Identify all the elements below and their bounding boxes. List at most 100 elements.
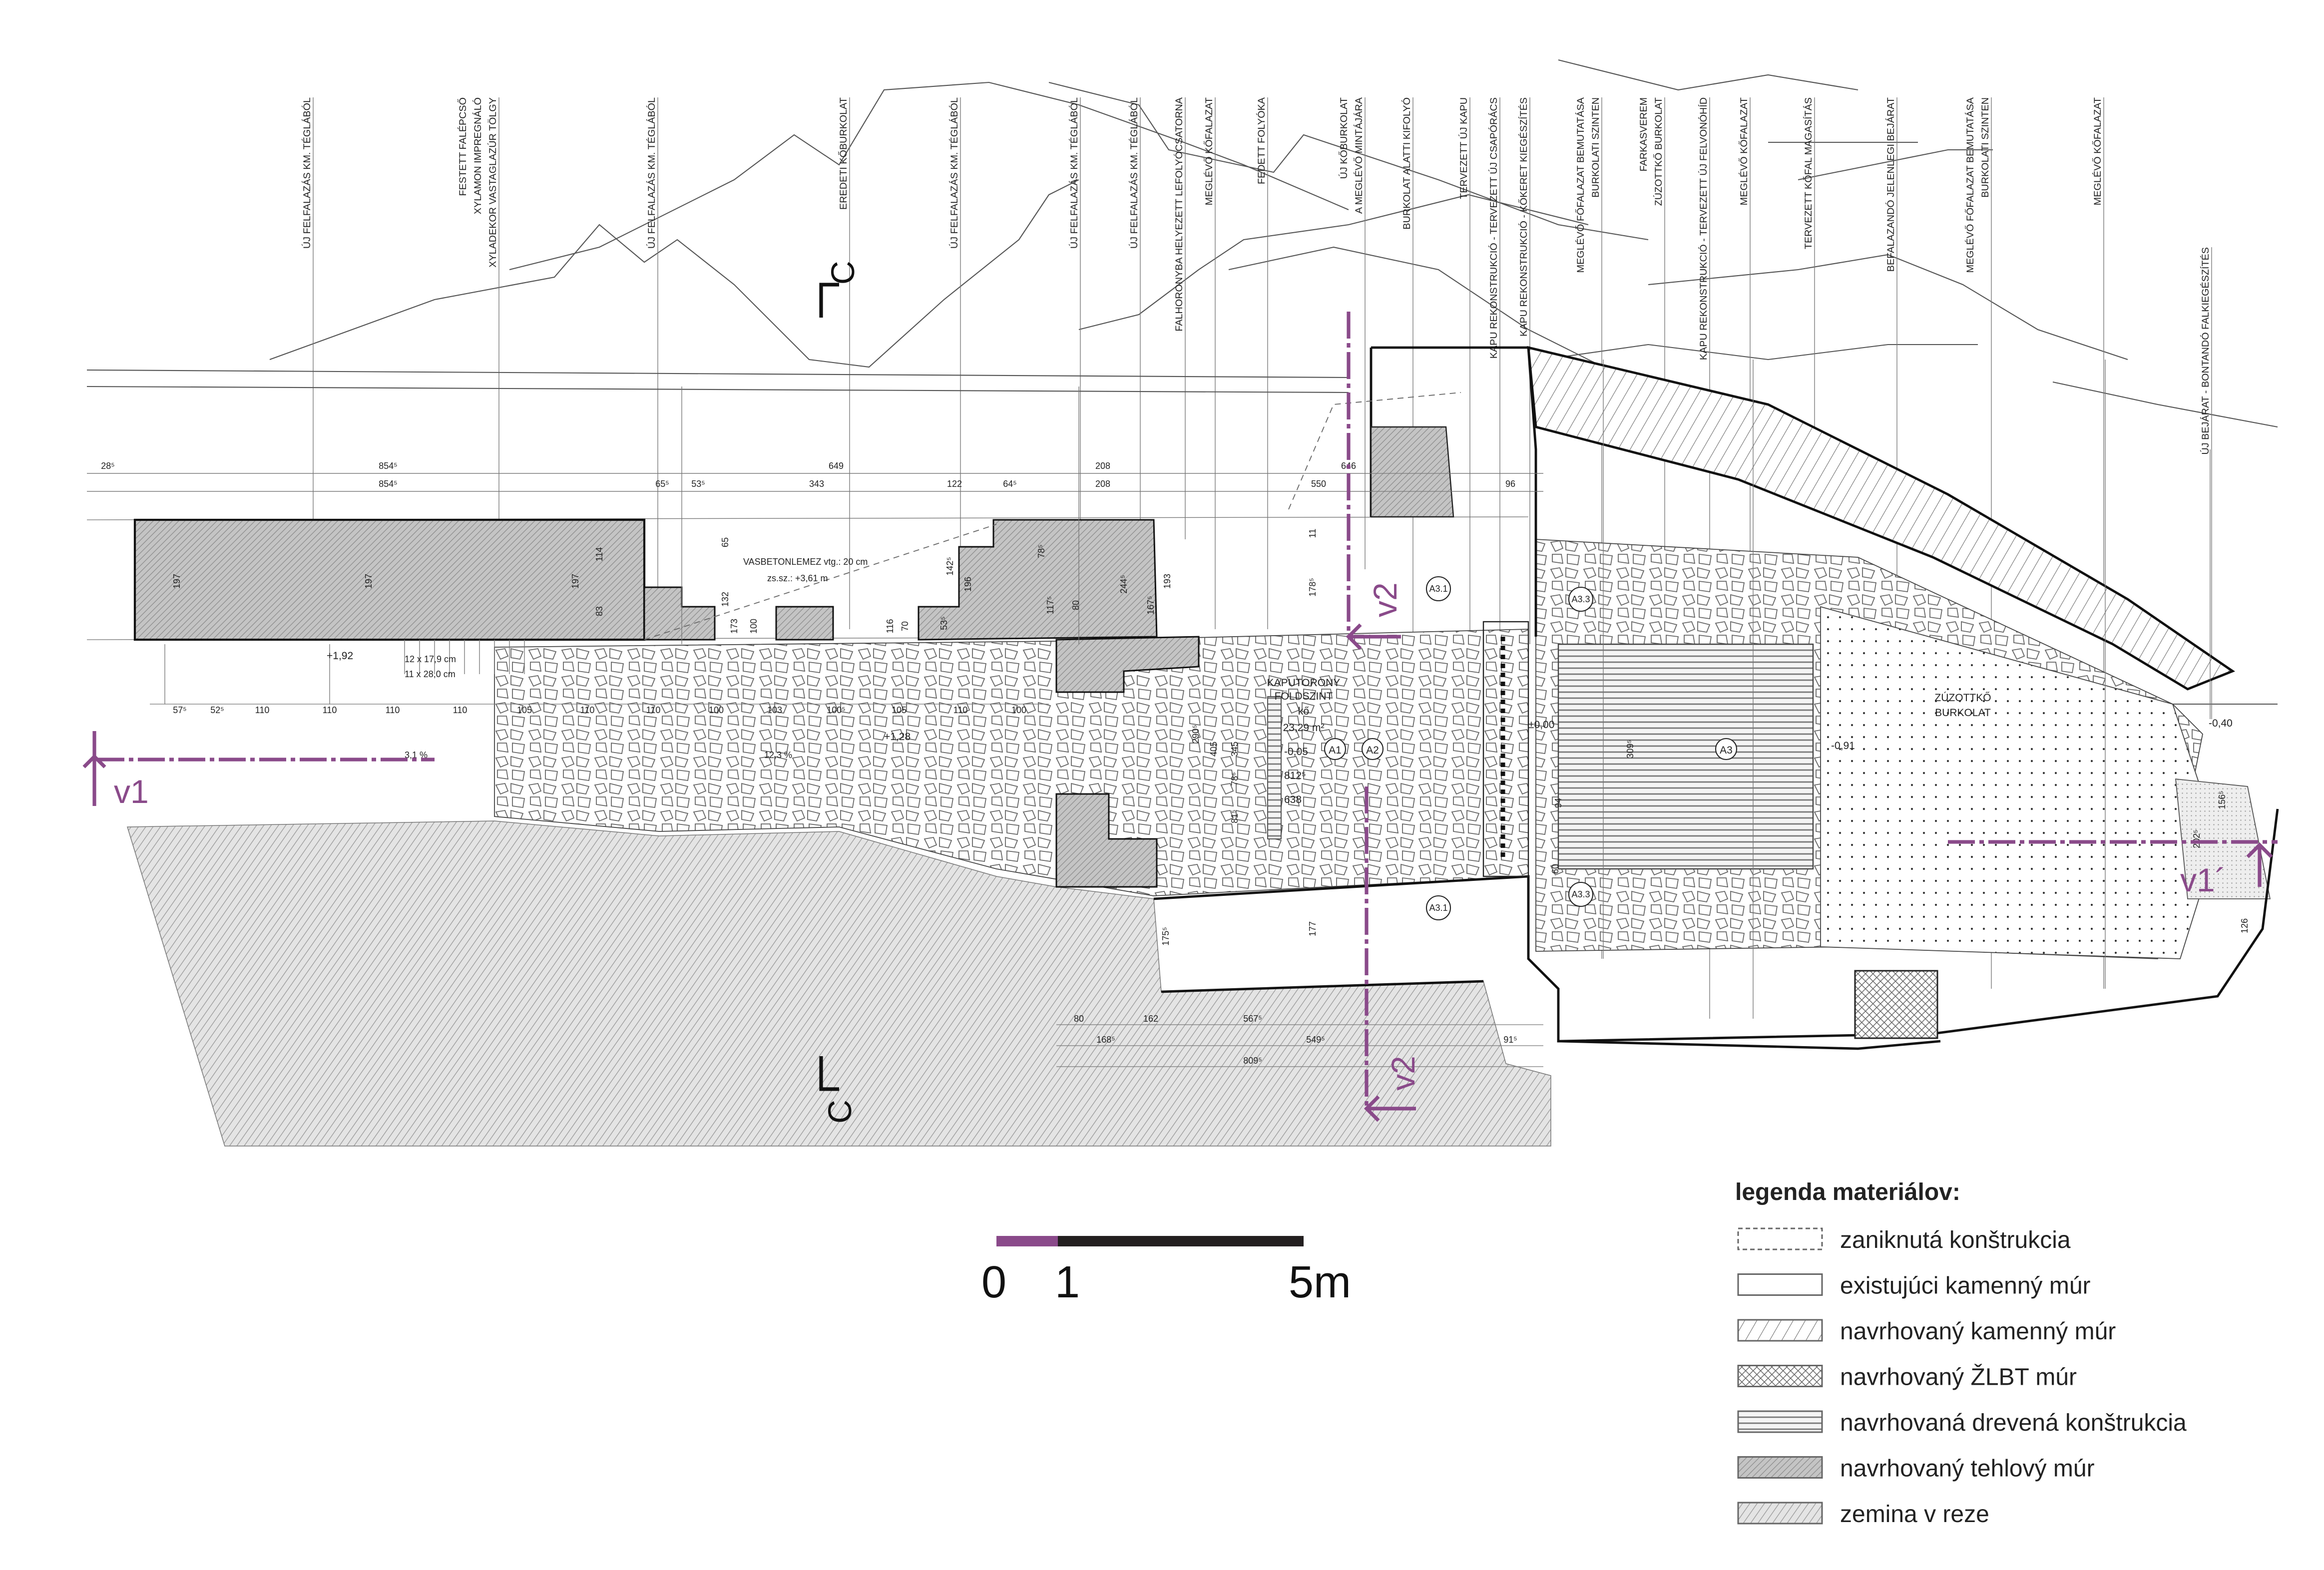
dimension-value: 60 (1550, 864, 1560, 874)
dimension-value: 57⁵ (173, 705, 186, 715)
callout-label: TERVEZETT KŐFAL MAGASÍTÁS (1803, 97, 1814, 249)
legend-item-label: zaniknutá konštrukcia (1840, 1227, 2071, 1253)
dimension-value: 809⁵ (1243, 1056, 1262, 1066)
callout-label: FALHORONYBA HELYEZETT LEFOLYÓCSATORNA (1173, 97, 1185, 331)
dim-812: 812⁵ (1284, 770, 1306, 782)
level-minus-005: -0,05 (1284, 746, 1308, 758)
dimension-value: 177 (1308, 921, 1318, 936)
space-label-a33-top: A3.3 (1571, 594, 1590, 604)
dimension-value: 193 (1162, 574, 1172, 589)
callout-label: ÚJ FELFALAZÁS KM. TÉGLÁBÓL (301, 97, 313, 249)
dimension-value: 114 (594, 547, 604, 562)
dimension-value: 208 (1095, 461, 1110, 471)
dimension-value: 91⁵ (1503, 1035, 1517, 1045)
dimension-value: 142⁵ (945, 557, 955, 576)
legend-swatch-dashed-outline (1737, 1227, 1823, 1250)
dimension-value: 197 (364, 574, 374, 589)
stair-dimension-1: 12 x 17,9 cm (405, 654, 456, 664)
wolf-pit-area (2175, 778, 2271, 899)
level-minus-040: -0,40 (2209, 718, 2233, 729)
stair-dimension-2: 11 x 28,0 cm (405, 669, 456, 679)
callout-label: ÚJ FELFALAZÁS KM. TÉGLÁBÓL (646, 97, 657, 249)
dimension-value: 110 (386, 705, 400, 715)
space-label-a2: A2 (1366, 745, 1379, 756)
dimension-value: 162 (1143, 1014, 1158, 1024)
dimension-value: 132 (720, 592, 730, 607)
dimension-value: 110 (323, 705, 337, 715)
dimension-value: 343 (809, 479, 824, 489)
legend-item-label: navrhovaná drevená konštrukcia (1840, 1410, 2187, 1436)
wooden-drawbridge (1557, 643, 1814, 870)
dimension-value: 100 (709, 705, 724, 715)
section-label-c-top: C (824, 261, 861, 285)
dimension-value: 110 (953, 705, 968, 715)
level-plus-192: +1,92 (327, 650, 353, 662)
dimension-value: 70 (900, 621, 910, 631)
level-minus-091: -0,91 (1831, 740, 1855, 752)
dimension-value: 122 (947, 479, 962, 489)
callout-label: ZÚZOTTKŐ BURKOLAT (1653, 97, 1664, 206)
legend-swatch-wide-diagonal-hatch (1737, 1319, 1823, 1342)
callout-label: MEGLÉVŐ FŐFALAZAT BEMUTATÁSA (1964, 97, 1976, 273)
dimension-value: 80 (1074, 1014, 1084, 1024)
room-name-line1: KAPUTORONY (1267, 677, 1341, 689)
callout-label: BURKOLAT ALATTI KIFOLYÓ (1401, 97, 1412, 230)
dimension-value: 81⁵ (1230, 809, 1240, 823)
dimension-value: 175⁵ (1161, 927, 1171, 946)
dimension-value: 345 (1230, 742, 1240, 757)
legend-item-label: existujúci kamenný múr (1840, 1273, 2091, 1299)
slope-label-2: 3,1 % (405, 750, 428, 760)
callout-label: BURKOLATI SZINTEN (1590, 97, 1601, 198)
legend-item-label: navrhovaný ŽLBT múr (1840, 1364, 2077, 1391)
dimension-value: 173 (729, 619, 739, 634)
level-000: ±0,00 (1528, 719, 1554, 731)
gravel-label-line2: BURKOLAT (1935, 707, 1991, 719)
material-legend: legenda materiálov: zaniknutá konštrukci… (1735, 1179, 2187, 1528)
callout-label: ÚJ FELFALAZÁS KM. TÉGLÁBÓL (1128, 97, 1140, 249)
dimension-value: 78⁵ (1036, 544, 1046, 558)
dimension-value: 105 (892, 705, 907, 715)
dimension-value: 567⁵ (1243, 1014, 1262, 1024)
tower-staircase (1267, 696, 1282, 839)
callout-label: MEGLÉVŐ KŐFALAZAT (1738, 97, 1750, 205)
legend-swatch-plain-outline (1737, 1273, 1823, 1296)
space-label-a31-top: A3.1 (1429, 584, 1447, 594)
dimension-value: 100 (1011, 705, 1026, 715)
space-label-a3: A3 (1720, 745, 1733, 756)
dimension-value: 53⁵ (691, 479, 705, 489)
dimension-value: 116 (885, 619, 895, 634)
dimension-value: 94 (1553, 798, 1563, 808)
legend-swatch-wood-grain (1737, 1410, 1823, 1433)
gravel-label-line1: ZÚZOTTKŐ (1934, 692, 1991, 704)
space-label-a31-bottom: A3.1 (1429, 903, 1447, 913)
dimension-value: 110 (453, 705, 467, 715)
dimension-value: 53⁵ (939, 616, 949, 630)
dimension-value: 178⁵ (1308, 578, 1318, 597)
dimension-value: 854⁵ (379, 479, 398, 489)
legend-item-label: zemina v reze (1840, 1501, 1989, 1528)
grid-lines (164, 360, 2211, 1019)
dimension-value: 202⁵ (2192, 829, 2202, 848)
callout-label: ÚJ KŐBURKOLAT (1338, 97, 1350, 179)
dimension-value: 11 (1308, 529, 1318, 538)
callout-label: KAPU REKONSTRUKCIÓ - KŐKERET KIEGÉSZÍTÉS (1518, 97, 1529, 337)
section-markers: v1 v1´ v2 v2 C C (82, 261, 2278, 1124)
dimension-value: 80 (1071, 600, 1081, 610)
dimension-value: 103 (767, 705, 782, 715)
dimension-value: 196 (963, 577, 973, 592)
dimension-value: 65⁵ (655, 479, 669, 489)
stairs (404, 640, 525, 674)
callout-label: XYLADEKOR VASTAGLAZÚR TÖLGY (487, 97, 498, 268)
dim-638: 638 (1284, 794, 1302, 805)
dimension-value: 649 (829, 461, 844, 471)
scale-bar: 0 1 5m (981, 1236, 1351, 1307)
dimension-value: 550 (1311, 479, 1326, 489)
callout-label: FEDETT FOLYÓKA (1256, 97, 1267, 184)
dimension-value: 405 (1209, 742, 1219, 757)
dimension-value: 105 (517, 705, 532, 715)
callout-label: BEFALAZANDÓ JELENLEGI BEJÁRAT (1885, 97, 1896, 272)
dimension-value: 168⁵ (1096, 1035, 1115, 1045)
dimension-value: 78⁶ (1230, 772, 1240, 785)
dimension-value: 156⁵ (2217, 790, 2227, 809)
